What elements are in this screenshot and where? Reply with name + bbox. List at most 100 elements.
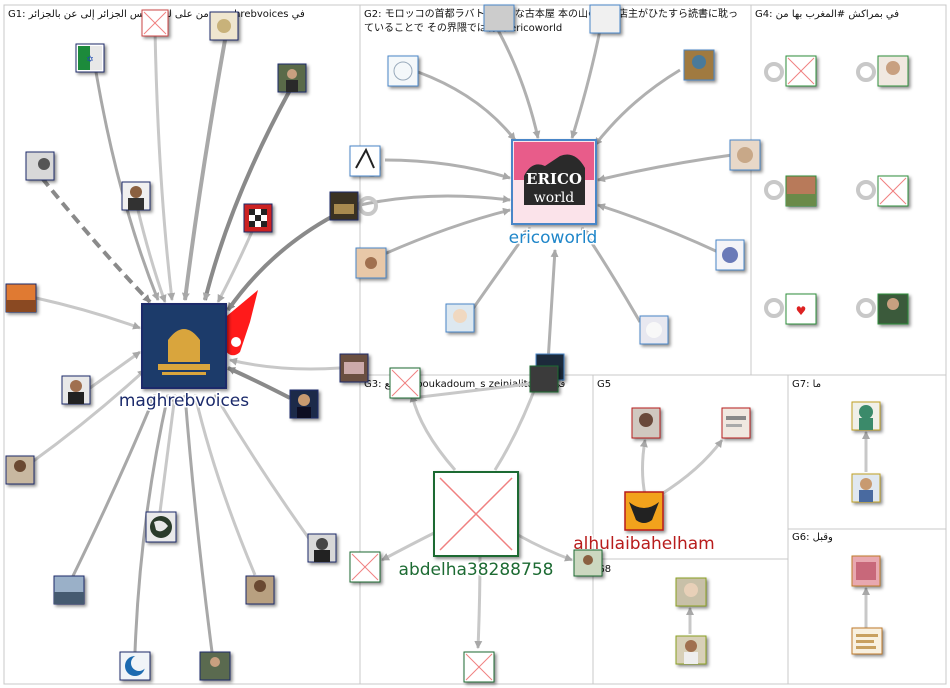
node-user[interactable] bbox=[851, 473, 881, 503]
node-ericoworld[interactable]: ERICO world bbox=[511, 139, 597, 225]
edge bbox=[411, 380, 546, 400]
edge bbox=[474, 554, 483, 649]
edge bbox=[40, 176, 152, 304]
hub-label-alhulaibahelham[interactable]: alhulaibahelham bbox=[572, 533, 716, 556]
node-user[interactable] bbox=[851, 555, 881, 587]
node-user[interactable] bbox=[877, 293, 909, 325]
edge bbox=[417, 70, 517, 141]
node-user[interactable] bbox=[277, 63, 307, 93]
node-user[interactable] bbox=[463, 651, 495, 683]
hub-label-maghrebvoices[interactable]: maghrebvoices bbox=[117, 390, 250, 413]
group-label-g5: G5 bbox=[597, 379, 611, 390]
node-user[interactable] bbox=[715, 239, 745, 271]
edge bbox=[659, 439, 724, 497]
node-user[interactable] bbox=[683, 49, 715, 81]
edge bbox=[31, 368, 147, 464]
node-user[interactable] bbox=[349, 145, 381, 177]
node-user[interactable] bbox=[721, 407, 751, 439]
node-user[interactable] bbox=[785, 175, 817, 207]
node-user[interactable] bbox=[851, 401, 881, 431]
node-user[interactable] bbox=[61, 375, 91, 405]
node-user[interactable] bbox=[483, 4, 515, 32]
edge bbox=[597, 153, 733, 183]
edge bbox=[181, 39, 227, 301]
node-user[interactable] bbox=[675, 577, 707, 607]
node-user[interactable] bbox=[389, 367, 421, 399]
hub-label-abdelha38288758[interactable]: abdelha38288758 bbox=[397, 559, 555, 582]
node-abdelha38288758[interactable] bbox=[433, 471, 519, 557]
group-label-g3: G3: الله مع boukadoum_s zeinialitaleb في bbox=[364, 379, 566, 390]
node-user[interactable] bbox=[121, 181, 151, 211]
node-user[interactable] bbox=[329, 191, 359, 221]
edge bbox=[570, 29, 602, 139]
node-user[interactable] bbox=[589, 4, 621, 34]
self-loop-dot bbox=[231, 337, 241, 347]
edge bbox=[35, 296, 141, 330]
node-maghrebvoices[interactable] bbox=[141, 303, 227, 389]
panel-g5 bbox=[592, 374, 789, 560]
node-user[interactable] bbox=[199, 651, 231, 681]
nodes: maghrebvoices ERICO world ericoworld abd… bbox=[5, 4, 909, 683]
svg-text:♥: ♥ bbox=[796, 304, 807, 318]
edges-g5 bbox=[639, 439, 724, 497]
node-user[interactable] bbox=[5, 283, 37, 313]
node-user[interactable] bbox=[631, 407, 661, 439]
edge bbox=[493, 379, 540, 471]
node-user[interactable] bbox=[289, 389, 319, 419]
edge bbox=[213, 394, 312, 541]
node-user[interactable] bbox=[119, 651, 151, 681]
node-user[interactable] bbox=[877, 175, 909, 207]
node-user[interactable] bbox=[729, 139, 761, 171]
edge bbox=[517, 533, 573, 562]
node-user[interactable] bbox=[851, 627, 883, 655]
group-label-g2-line1: G2: モロッコの首都ラバトの小さな古本屋 本の山の中で店主がひたすら読書に耽っ bbox=[364, 7, 738, 20]
node-user[interactable]: ✡ bbox=[75, 43, 105, 73]
node-user[interactable] bbox=[25, 151, 55, 181]
edge bbox=[226, 213, 336, 312]
edge bbox=[409, 394, 457, 471]
node-user[interactable] bbox=[445, 303, 475, 333]
node-user[interactable] bbox=[573, 549, 603, 577]
node-user[interactable] bbox=[245, 575, 275, 605]
node-user[interactable] bbox=[877, 55, 909, 87]
node-user[interactable] bbox=[355, 247, 387, 279]
edge bbox=[381, 207, 511, 257]
edge bbox=[546, 249, 559, 363]
edge bbox=[593, 68, 681, 146]
edge bbox=[639, 439, 648, 496]
edge bbox=[496, 29, 541, 139]
node-user[interactable] bbox=[145, 511, 177, 543]
self-loop-icon bbox=[222, 290, 258, 356]
edge bbox=[216, 224, 257, 303]
node-user[interactable] bbox=[639, 315, 669, 345]
group-label-g6: G6: وقبل bbox=[792, 532, 833, 543]
svg-text:✡: ✡ bbox=[86, 55, 94, 65]
edge bbox=[89, 350, 141, 390]
edge bbox=[597, 203, 719, 254]
hub-label-ericoworld[interactable]: ericoworld bbox=[507, 227, 599, 250]
node-user[interactable] bbox=[243, 203, 273, 233]
node-user[interactable] bbox=[349, 551, 381, 583]
node-user[interactable] bbox=[785, 55, 817, 87]
node-alhulaibahelham[interactable] bbox=[624, 491, 664, 531]
node-user[interactable] bbox=[387, 55, 419, 87]
node-user[interactable] bbox=[307, 533, 337, 563]
edge bbox=[227, 366, 291, 400]
node-user[interactable] bbox=[675, 635, 707, 665]
edge bbox=[70, 394, 157, 579]
edge bbox=[153, 29, 176, 301]
node-user[interactable] bbox=[141, 9, 169, 37]
node-user[interactable]: ♥ bbox=[785, 293, 817, 325]
node-user[interactable] bbox=[209, 11, 239, 41]
node-user[interactable] bbox=[529, 365, 559, 393]
edge bbox=[181, 394, 214, 653]
node-user[interactable] bbox=[5, 455, 35, 485]
edge bbox=[580, 227, 642, 323]
edge bbox=[384, 158, 511, 180]
group-label-g4: G4: في بمراكش #المغرب بها من bbox=[755, 9, 899, 20]
node-user[interactable] bbox=[53, 575, 85, 605]
edges-small bbox=[686, 431, 870, 635]
svg-text:ERICO: ERICO bbox=[526, 170, 582, 188]
node-user[interactable] bbox=[339, 353, 369, 383]
